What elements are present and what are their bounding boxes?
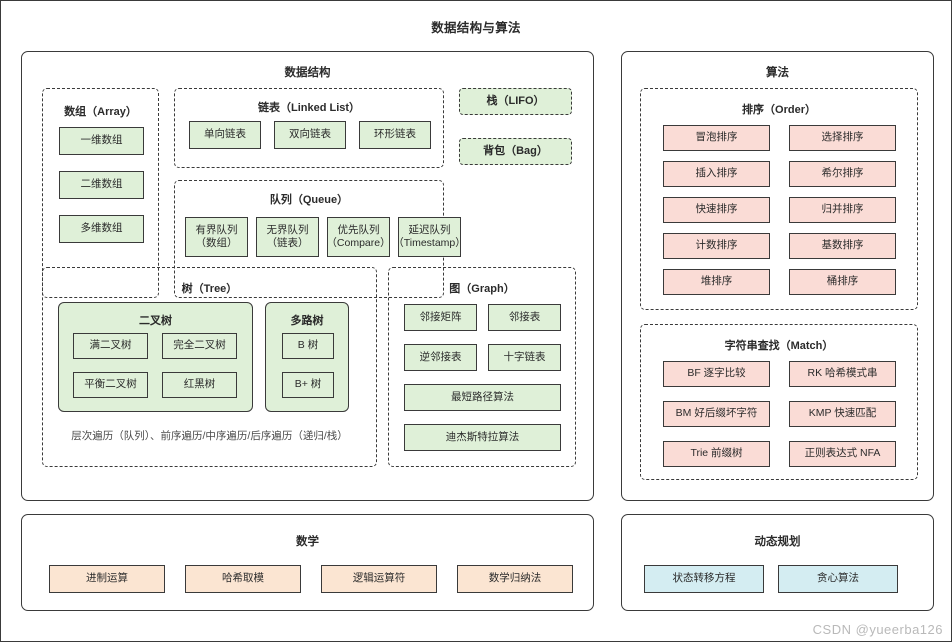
queue-title: 队列（Queue） [269,194,349,206]
chip-rk-match[interactable]: RK 哈希模式串 [789,361,896,387]
dynamic-programming-title: 动态规划 [754,536,801,548]
watermark: CSDN @yueerba126 [812,622,943,637]
chip-array-nd[interactable]: 多维数组 [59,215,144,243]
chip-balanced-binary-tree[interactable]: 平衡二叉树 [73,372,148,398]
chip-unbounded-queue[interactable]: 无界队列 （链表） [256,217,319,257]
chip-red-black-tree[interactable]: 红黑树 [162,372,237,398]
chip-bplus-tree[interactable]: B+ 树 [282,372,334,398]
group-sorting: 排序（Order） 冒泡排序 选择排序 插入排序 希尔排序 快速排序 归并排序 … [640,88,918,310]
chip-logical-operators[interactable]: 逻辑运算符 [321,565,437,593]
chip-shell-sort[interactable]: 希尔排序 [789,161,896,187]
tree-title: 树（Tree） [181,283,238,295]
panel-algorithms: 算法 排序（Order） 冒泡排序 选择排序 插入排序 希尔排序 快速排序 归并… [621,51,934,501]
array-title: 数组（Array） [64,106,137,118]
group-linked-list: 链表（Linked List） 单向链表 双向链表 环形链表 [174,88,444,168]
chip-bubble-sort[interactable]: 冒泡排序 [663,125,770,151]
group-graph: 图（Graph） 邻接矩阵 邻接表 逆邻接表 十字链表 最短路径算法 迪杰斯特拉… [388,267,576,467]
chip-adjacency-matrix[interactable]: 邻接矩阵 [404,304,477,331]
chip-mathematical-induction[interactable]: 数学归纳法 [457,565,573,593]
tree-traversal-note: 层次遍历（队列）、前序遍历/中序遍历/后序遍历（递归/栈） [71,430,348,442]
chip-dijkstra[interactable]: 迪杰斯特拉算法 [404,424,561,451]
chip-bounded-queue[interactable]: 有界队列 （数组） [185,217,248,257]
chip-bucket-sort[interactable]: 桶排序 [789,269,896,295]
chip-kmp-match[interactable]: KMP 快速匹配 [789,401,896,427]
chip-array-2d[interactable]: 二维数组 [59,171,144,199]
math-title: 数学 [296,536,319,548]
multiway-tree-title: 多路树 [290,315,324,327]
page-title: 数据结构与算法 [431,21,521,35]
chip-selection-sort[interactable]: 选择排序 [789,125,896,151]
chip-stack-lifo[interactable]: 栈（LIFO） [459,88,572,115]
chip-inverse-adjacency-list[interactable]: 逆邻接表 [404,344,477,371]
group-tree: 树（Tree） 二叉树 满二叉树 完全二叉树 平衡二叉树 红黑树 多路树 B 树… [42,267,377,467]
chip-delay-queue[interactable]: 延迟队列 （Timestamp） [393,217,466,257]
chip-bag[interactable]: 背包（Bag） [459,138,572,165]
chip-priority-queue[interactable]: 优先队列 （Compare） [326,217,391,257]
chip-quick-sort[interactable]: 快速排序 [663,197,770,223]
group-array: 数组（Array） 一维数组 二维数组 多维数组 [42,88,159,298]
panel-dynamic-programming: 动态规划 状态转移方程 贪心算法 [621,514,934,611]
chip-counting-sort[interactable]: 计数排序 [663,233,770,259]
chip-hash-modulo[interactable]: 哈希取模 [185,565,301,593]
chip-state-transition-equation[interactable]: 状态转移方程 [644,565,764,593]
chip-radix-sort[interactable]: 基数排序 [789,233,896,259]
chip-full-binary-tree[interactable]: 满二叉树 [73,333,148,359]
chip-array-1d[interactable]: 一维数组 [59,127,144,155]
algorithms-title: 算法 [766,67,789,79]
chip-cross-linked-list[interactable]: 十字链表 [488,344,561,371]
chip-adjacency-list[interactable]: 邻接表 [488,304,561,331]
linked-list-title: 链表（Linked List） [257,102,361,114]
chip-doubly-linked-list[interactable]: 双向链表 [274,121,346,149]
chip-shortest-path[interactable]: 最短路径算法 [404,384,561,411]
panel-data-structures: 数据结构 数组（Array） 一维数组 二维数组 多维数组 链表（Linked … [21,51,594,501]
chip-greedy-algorithm[interactable]: 贪心算法 [778,565,898,593]
chip-circular-linked-list[interactable]: 环形链表 [359,121,431,149]
chip-singly-linked-list[interactable]: 单向链表 [189,121,261,149]
chip-regex-nfa[interactable]: 正则表达式 NFA [789,441,896,467]
chip-bf-match[interactable]: BF 逐字比较 [663,361,770,387]
chip-base-arithmetic[interactable]: 进制运算 [49,565,165,593]
chip-b-tree[interactable]: B 树 [282,333,334,359]
sorting-title: 排序（Order） [742,104,816,116]
chip-heap-sort[interactable]: 堆排序 [663,269,770,295]
chip-merge-sort[interactable]: 归并排序 [789,197,896,223]
chip-bm-match[interactable]: BM 好后缀坏字符 [663,401,770,427]
binary-tree-title: 二叉树 [139,315,172,327]
group-multiway-tree: 多路树 B 树 B+ 树 [265,302,349,412]
chip-complete-binary-tree[interactable]: 完全二叉树 [162,333,237,359]
data-structures-title: 数据结构 [284,67,331,79]
group-string-match: 字符串查找（Match） BF 逐字比较 RK 哈希模式串 BM 好后缀坏字符 … [640,324,918,480]
panel-math: 数学 进制运算 哈希取模 逻辑运算符 数学归纳法 [21,514,594,611]
chip-insertion-sort[interactable]: 插入排序 [663,161,770,187]
group-binary-tree: 二叉树 满二叉树 完全二叉树 平衡二叉树 红黑树 [58,302,253,412]
graph-title: 图（Graph） [449,283,515,295]
group-queue: 队列（Queue） 有界队列 （数组） 无界队列 （链表） 优先队列 （Comp… [174,180,466,298]
chip-trie[interactable]: Trie 前缀树 [663,441,770,467]
string-match-title: 字符串查找（Match） [724,340,834,352]
